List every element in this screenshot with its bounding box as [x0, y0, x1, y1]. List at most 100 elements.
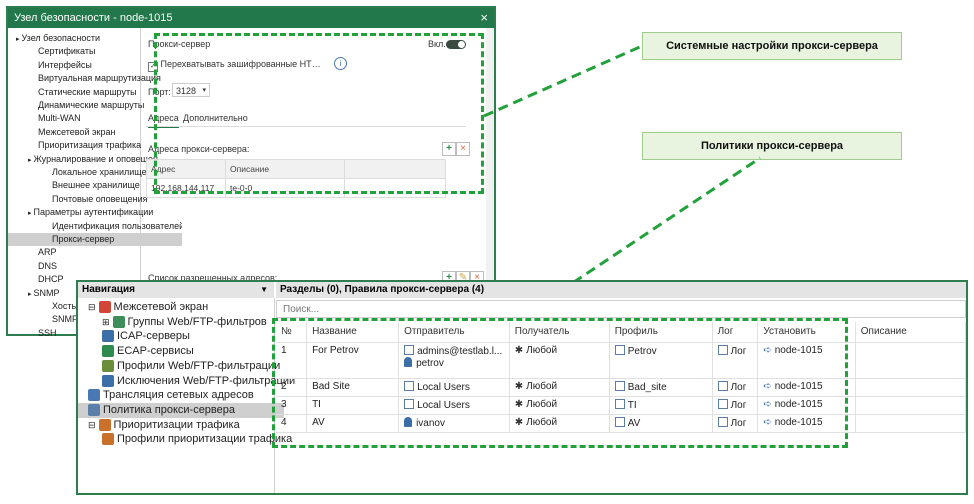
collapse-icon[interactable]: ⊟ [88, 302, 96, 312]
column-header[interactable]: Название [306, 322, 400, 343]
tree-item[interactable]: SNMP [8, 313, 182, 326]
nav-item[interactable]: Исключения Web/FTP-фильтрации [78, 374, 298, 389]
column-header[interactable]: Отправитель [398, 322, 510, 343]
nav-item[interactable]: ⊟Приоритизации трафика [78, 418, 284, 433]
tree-item[interactable]: Идентификация пользователей [8, 220, 182, 233]
tree-item-label: Локальное хранилище [52, 167, 147, 177]
tree-item[interactable]: Прокси-сервер [8, 233, 182, 246]
rule-description [855, 378, 967, 397]
column-header[interactable]: № [276, 322, 308, 343]
tree-item[interactable]: Локальное хранилище [8, 166, 182, 179]
tree-item[interactable]: Динамические маршруты [8, 99, 168, 112]
tab-advanced[interactable]: Дополнительно [183, 113, 248, 123]
rules-header: Разделы (0), Правила прокси-сервера (4) [276, 282, 966, 298]
tree-item[interactable]: SSH [8, 327, 168, 340]
tree-item[interactable]: Приоритизация трафика [8, 139, 168, 152]
tree-item[interactable]: Внешнее хранилище [8, 179, 182, 192]
nav-item[interactable]: Трансляция сетевых адресов [78, 388, 284, 403]
rule-install: ➪node-1015 [757, 414, 856, 433]
callout-system-settings: Системные настройки прокси-сервера [642, 32, 902, 60]
tree-item[interactable]: Интерфейсы [8, 59, 168, 72]
rule-profile-text: Bad_site [627, 382, 667, 393]
sender-text: petrov [416, 358, 444, 369]
chevron-down-icon[interactable]: ▼ [260, 285, 268, 294]
tree-item[interactable]: Почтовые оповещения [8, 193, 182, 206]
tree-item[interactable]: ▸ Журналирование и оповещения [8, 153, 158, 166]
tree-item-label: SNMP [33, 287, 60, 298]
expand-arrow-icon[interactable]: ▸ [16, 36, 22, 43]
rule-receiver-text: Любой [526, 417, 558, 428]
expand-arrow-icon[interactable]: ▸ [28, 210, 34, 218]
rule-log-text: Лог [730, 418, 747, 429]
proxy-enabled-toggle[interactable] [446, 40, 466, 49]
close-icon[interactable]: × [480, 10, 488, 25]
nav-item[interactable]: ⊟Межсетевой экран [78, 300, 284, 315]
nav-item-label: Профили приоритизации трафика [117, 433, 293, 446]
rule-log: Лог [712, 342, 759, 379]
search-input[interactable]: Поиск... [276, 300, 966, 318]
nav-item-label: Исключения Web/FTP-фильтрации [117, 374, 296, 387]
rule-receiver: ✱Любой [509, 378, 610, 397]
tree-item[interactable]: ▸ Узел безопасности [8, 32, 146, 45]
delete-address-button[interactable]: × [456, 142, 470, 156]
filter-profile-icon [614, 345, 625, 355]
nav-item[interactable]: ECAP-сервисы [78, 344, 298, 359]
intercept-https-checkbox[interactable]: ✓ Перехватывать зашифрованные HTTPS-соед… [148, 59, 324, 72]
nav-item[interactable]: Профили приоритизации трафика [78, 432, 298, 447]
tree-item[interactable]: Multi-WAN [8, 112, 168, 125]
tree-item[interactable]: Хосты [8, 300, 182, 313]
nav-item-label: ICAP-серверы [117, 330, 190, 343]
proxy-icon [88, 403, 100, 416]
column-header[interactable]: Лог [712, 322, 759, 343]
nav-item[interactable]: ICAP-серверы [78, 329, 298, 344]
add-address-button[interactable]: + [442, 142, 456, 156]
tree-item[interactable]: ARP [8, 246, 168, 259]
nav-item[interactable]: ⊞ Группы Web/FTP-фильтров [78, 315, 298, 330]
column-header: Адрес [146, 159, 226, 179]
rule-number: 1 [276, 342, 308, 379]
tree-item[interactable]: ▸ SNMP [8, 287, 158, 300]
tree-item[interactable]: DNS [8, 260, 168, 273]
expand-icon[interactable]: ⊞ [102, 316, 110, 327]
column-header[interactable]: Получатель [509, 322, 610, 343]
sender-entry: ivanov [404, 417, 504, 429]
user-icon [404, 357, 413, 367]
rule-install: ➪node-1015 [757, 342, 856, 379]
collapse-icon[interactable]: ⊟ [88, 419, 96, 430]
port-select[interactable]: 3128 ▾ [172, 83, 210, 97]
tree-item[interactable]: Сертификаты [8, 45, 168, 58]
window-title: Узел безопасности - node-1015 [14, 12, 173, 24]
tree-item[interactable]: Статические маршруты [8, 86, 168, 99]
tree-item[interactable]: ▸ Параметры аутентификации [8, 206, 158, 219]
column-header[interactable]: Установить [757, 322, 856, 343]
info-icon[interactable]: i [334, 57, 347, 70]
tab-addresses[interactable]: Адреса [148, 113, 179, 128]
tree-item[interactable]: DHCP [8, 273, 168, 286]
rule-log-text: Лог [730, 400, 747, 411]
column-header[interactable]: Профиль [609, 322, 713, 343]
nav-item[interactable]: Профили Web/FTP-фильтрации [78, 359, 298, 374]
nav-item-label: Группы Web/FTP-фильтров [127, 315, 267, 328]
icap-icon [102, 330, 114, 343]
filter-profile-icon [614, 381, 625, 391]
expand-arrow-icon[interactable]: ▸ [28, 156, 34, 164]
tree-item[interactable]: Межсетевой экран [8, 126, 168, 139]
expand-arrow-icon[interactable]: ▸ [28, 290, 34, 298]
user-group-icon [404, 399, 415, 409]
proxy-section-label: Прокси-сервер [148, 39, 211, 49]
rule-log-text: Лог [730, 382, 747, 393]
tree-item-label: Прокси-сервер [52, 234, 115, 244]
tree-item-label: Статические маршруты [38, 86, 137, 97]
proxy-addresses-table: Адрес Описание 192.168.144.117 te-0-0 [146, 159, 446, 198]
nav-item[interactable]: Политика прокси-сервера [78, 402, 284, 418]
rule-profile: TI [609, 396, 713, 415]
chevron-down-icon: ▾ [202, 87, 206, 94]
rule-install: ➪node-1015 [757, 396, 856, 415]
vertical-scrollbar[interactable] [486, 28, 494, 334]
tree-item[interactable]: Виртуальная маршрутизация [8, 72, 168, 85]
column-header[interactable]: Описание [855, 322, 967, 343]
